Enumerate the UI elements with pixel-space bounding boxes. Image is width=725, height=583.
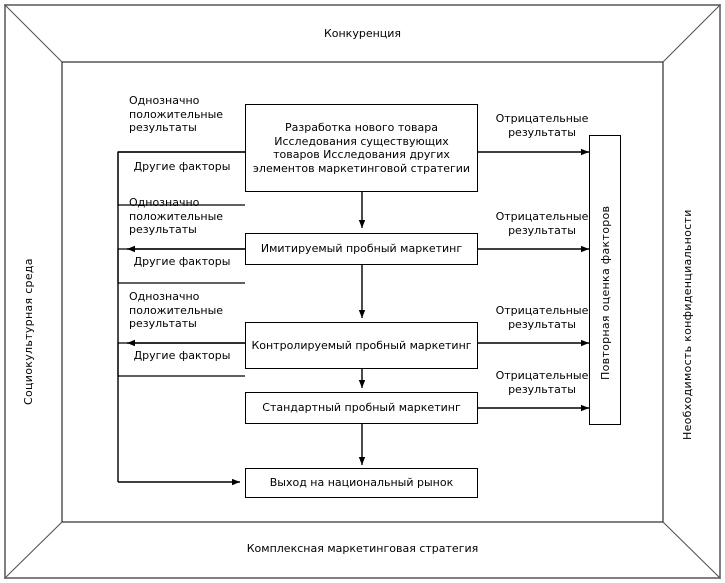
inner-frame	[61, 61, 664, 523]
label-negative-results-1: Отрицательные результаты	[495, 112, 589, 139]
node-reevaluation-of-factors[interactable]	[589, 135, 621, 425]
label-positive-results-1: Однозначно положительные результаты	[129, 94, 224, 134]
node-national-launch[interactable]: Выход на национальный рынок	[245, 468, 478, 498]
label-negative-results-2: Отрицательные результаты	[495, 210, 589, 237]
node-simulated-test-marketing-label: Имитируемый пробный маркетинг	[260, 242, 463, 256]
node-standard-test-marketing[interactable]: Стандартный пробный маркетинг	[245, 392, 478, 424]
node-standard-test-marketing-label: Стандартный пробный маркетинг	[262, 401, 461, 415]
frame-title-bottom: Комплексная маркетинговая стратегия	[246, 542, 479, 555]
node-reevaluation-of-factors-label: Повторная оценка факторов	[599, 205, 612, 380]
frame-label-left: Социокультурная среда	[22, 258, 35, 405]
node-simulated-test-marketing[interactable]: Имитируемый пробный маркетинг	[245, 233, 478, 265]
node-new-product-development[interactable]: Разработка нового товара Исследования су…	[245, 104, 478, 192]
label-negative-results-4: Отрицательные результаты	[495, 369, 589, 396]
label-positive-results-3: Однозначно положительные результаты	[129, 290, 224, 330]
node-controlled-test-marketing-label: Контролируемый пробный маркетинг	[251, 338, 472, 352]
other-factors-bracket-3	[117, 342, 245, 377]
frame-title-top: Конкуренция	[323, 27, 402, 40]
outer-frame	[4, 4, 721, 579]
label-negative-results-3: Отрицательные результаты	[495, 304, 589, 331]
label-other-factors-1: Другие факторы	[133, 160, 231, 173]
node-national-launch-label: Выход на национальный рынок	[269, 476, 454, 490]
other-factors-bracket-1	[117, 151, 245, 206]
node-new-product-development-label: Разработка нового товара Исследования су…	[252, 121, 471, 175]
frame-perspective-edges	[4, 4, 721, 579]
node-controlled-test-marketing[interactable]: Контролируемый пробный маркетинг	[245, 322, 478, 369]
label-other-factors-3: Другие факторы	[133, 349, 231, 362]
frame-label-right: Необходимость конфиденциальности	[681, 209, 694, 440]
label-other-factors-2: Другие факторы	[133, 255, 231, 268]
other-factors-bracket-2	[117, 248, 245, 284]
label-positive-results-2: Однозначно положительные результаты	[129, 196, 224, 236]
